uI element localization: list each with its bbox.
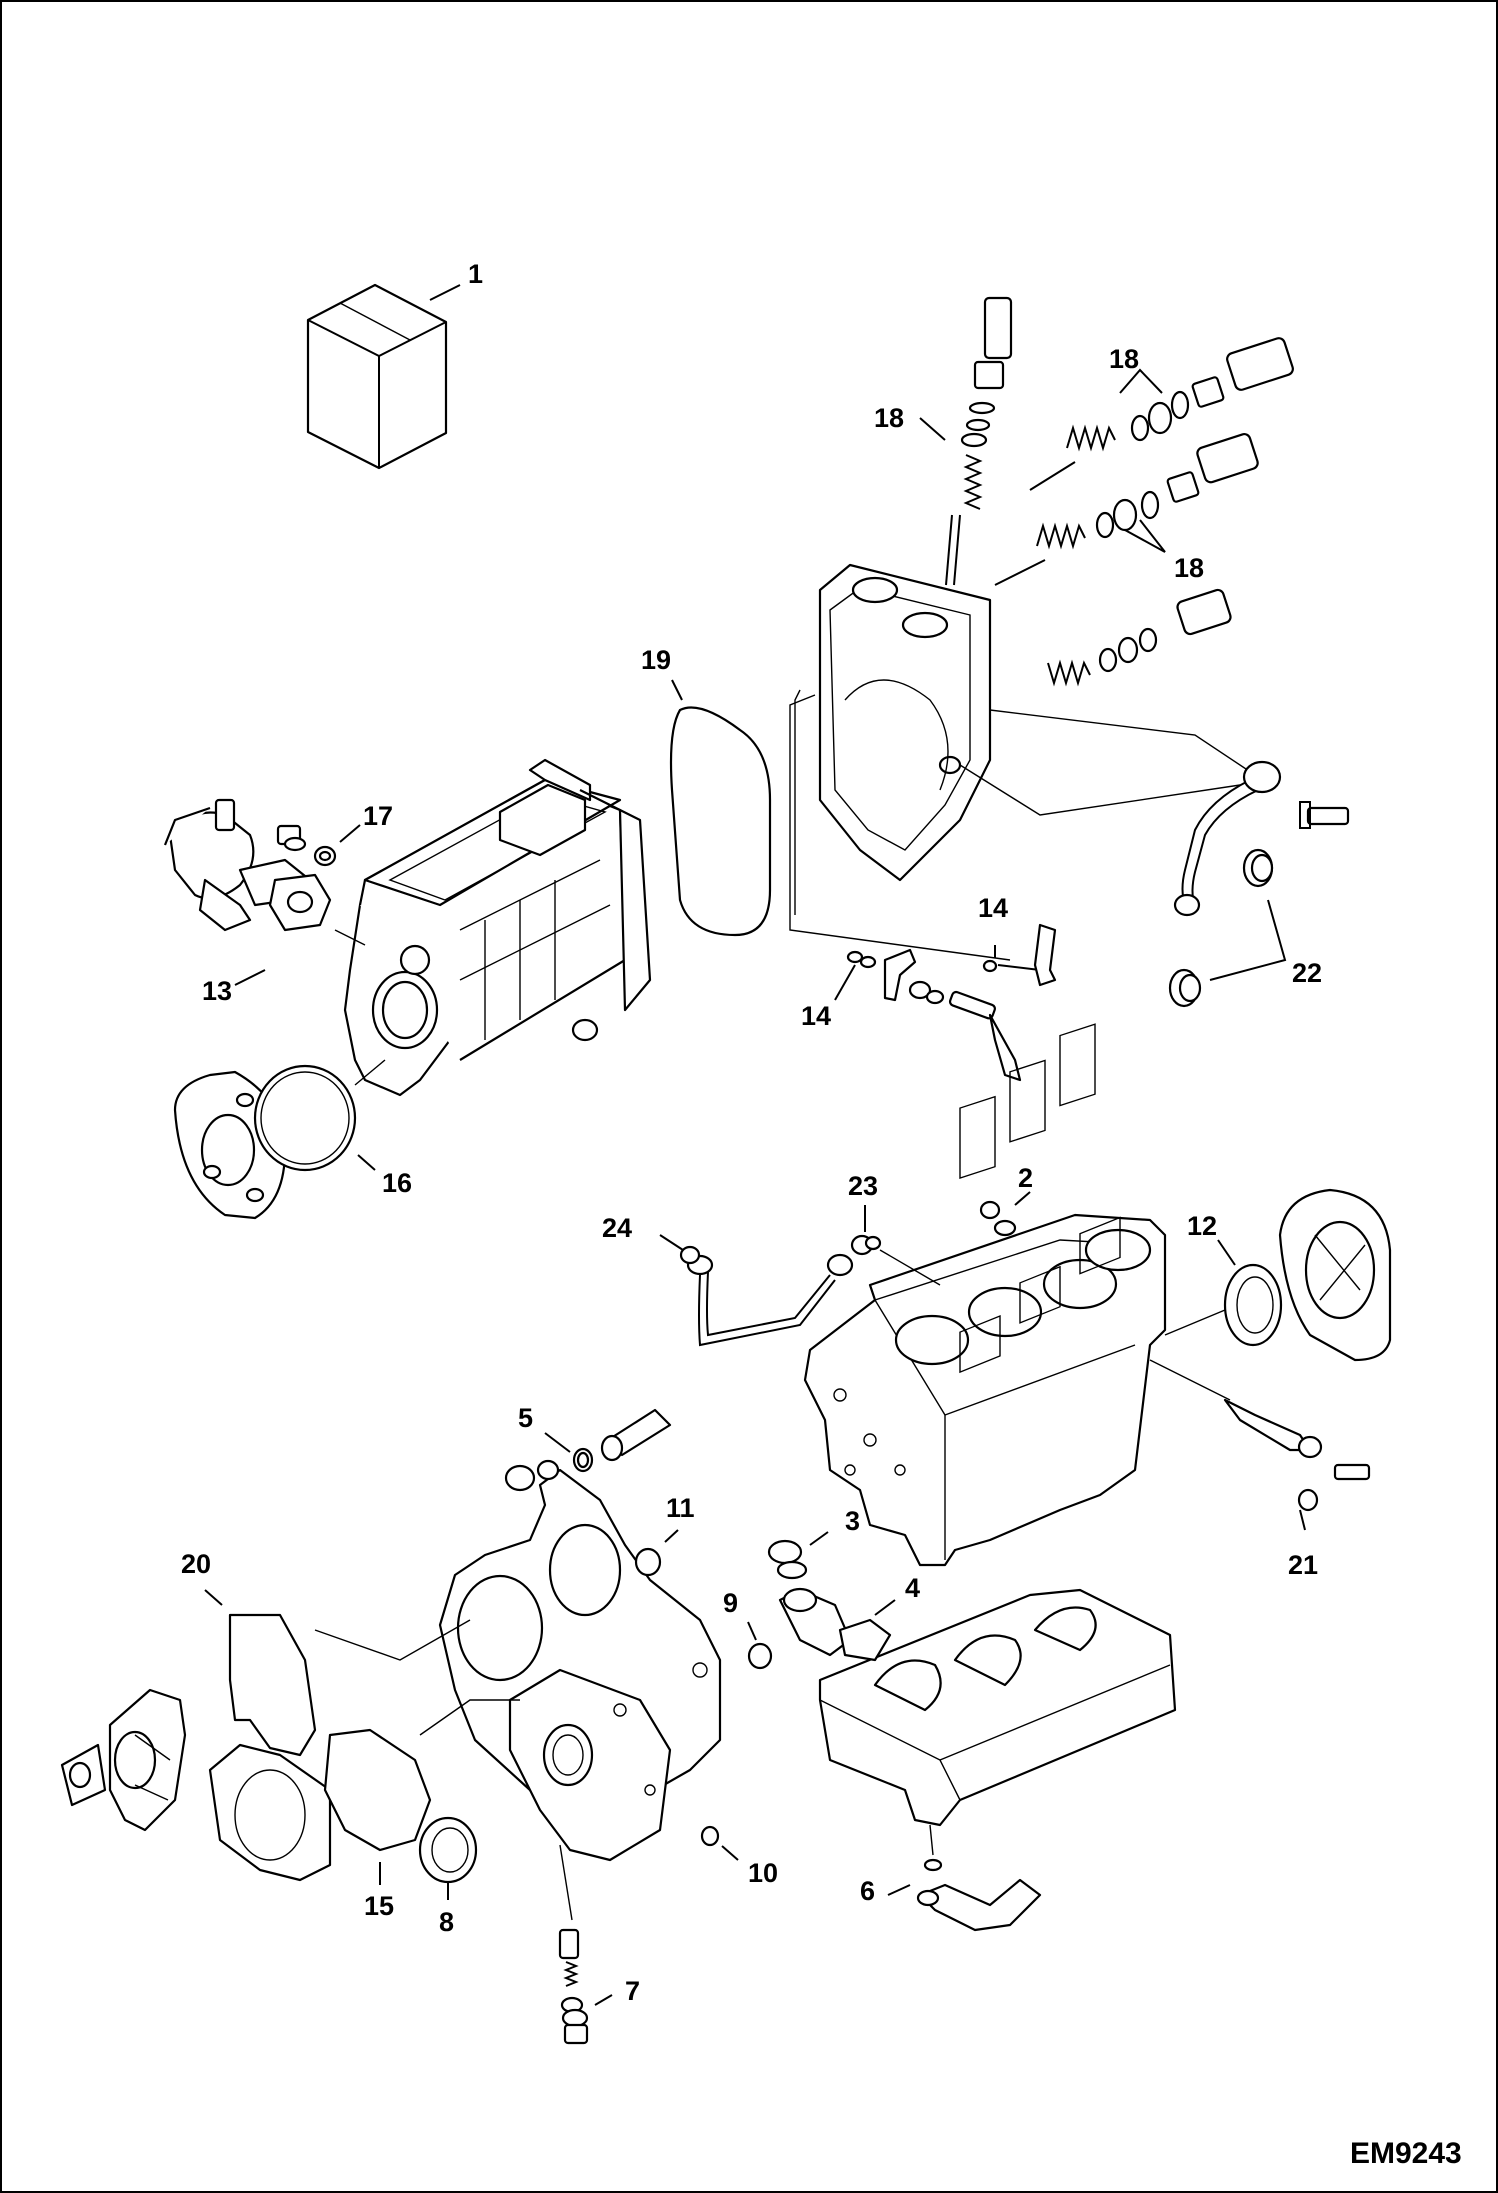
- part-18-side-valve-mid: [994, 432, 1259, 586]
- part-water-pump: [60, 1688, 187, 1832]
- leader-2: [1014, 1191, 1031, 1206]
- part-12-oil-seal-inner: [1236, 1276, 1274, 1334]
- callout-22: 22: [1292, 958, 1322, 988]
- leader-14a: [834, 964, 856, 1001]
- leader-17: [339, 824, 361, 843]
- leader-10: [721, 1845, 739, 1861]
- callout-24: 24: [602, 1213, 632, 1243]
- leader-3: [809, 1531, 829, 1546]
- leader-5: [544, 1432, 571, 1453]
- callout-8: 8: [439, 1907, 454, 1937]
- leader-7: [594, 1994, 613, 2006]
- callout-3: 3: [845, 1506, 860, 1536]
- guide-21: [1149, 1359, 1231, 1401]
- leader-18a: [919, 417, 946, 441]
- leader-1: [429, 284, 461, 301]
- callout-14a: 14: [978, 893, 1008, 923]
- leader-24: [659, 1234, 684, 1251]
- callout-13: 13: [202, 976, 232, 1006]
- callout-2: 2: [1018, 1163, 1033, 1193]
- part-2-bolt: [979, 1200, 1017, 1237]
- callout-23: 23: [848, 1171, 878, 1201]
- leader-9: [747, 1621, 757, 1641]
- part-5-pipe: [572, 1408, 672, 1473]
- guide-23: [879, 1249, 941, 1286]
- callout-19: 19: [641, 645, 671, 675]
- callout-14b: 14: [801, 1001, 831, 1031]
- part-1-box: [306, 283, 448, 470]
- leader-13: [234, 969, 266, 986]
- part-13-fuel-pump: [163, 798, 332, 932]
- callout-10: 10: [748, 1858, 778, 1888]
- guide-line-14: [789, 694, 1011, 961]
- part-16-o-ring-inner: [260, 1071, 350, 1165]
- part-8-oil-seal-inner: [431, 1827, 469, 1873]
- leader-16: [357, 1154, 376, 1171]
- leader-22: [1209, 899, 1287, 981]
- callout-5: 5: [518, 1403, 533, 1433]
- callout-21: 21: [1288, 1550, 1318, 1580]
- part-20-gasket: [228, 1613, 317, 1757]
- leader-12: [1217, 1239, 1236, 1266]
- leader-11: [664, 1529, 679, 1543]
- leader-18c: [1124, 519, 1166, 553]
- part-cylinder-block: [803, 1023, 1167, 1567]
- guide-20: [314, 1619, 471, 1661]
- callout-7: 7: [625, 1976, 640, 2006]
- part-19-gasket: [669, 706, 772, 937]
- leader-20: [204, 1589, 223, 1606]
- callout-4: 4: [905, 1573, 920, 1603]
- part-11-o-ring: [634, 1547, 662, 1577]
- leader-4: [874, 1599, 896, 1616]
- part-6-strainer: [916, 1824, 1042, 1932]
- part-crankcase: [818, 1216, 1177, 1827]
- part-17-fitting: [276, 824, 337, 867]
- callout-9: 9: [723, 1588, 738, 1618]
- part-18-side-valve-top: [1029, 337, 1294, 491]
- part-9-o-ring: [747, 1642, 773, 1670]
- part-timing-case: [438, 1459, 722, 1862]
- part-seal-cover: [1278, 1188, 1392, 1362]
- callout-15: 15: [364, 1891, 394, 1921]
- callout-18b: 18: [1109, 344, 1139, 374]
- part-3-4-fittings: [767, 1539, 892, 1662]
- callout-1: 1: [468, 259, 483, 289]
- part-21-breather: [1223, 1398, 1371, 1512]
- part-pump-housing: [818, 563, 992, 882]
- callout-20: 20: [181, 1549, 211, 1579]
- guide-line-14b: [794, 689, 801, 915]
- callout-18c: 18: [1174, 553, 1204, 583]
- guide-15: [419, 1699, 520, 1736]
- part-gear-case: [343, 758, 652, 1097]
- guide-line-22: [989, 709, 1256, 776]
- part-18-upper-valve: [945, 296, 1013, 586]
- part-22-washers: [1168, 848, 1274, 1008]
- part-22-oil-pipe: [1173, 760, 1350, 917]
- callout-17: 17: [363, 801, 393, 831]
- part-7-relief-valve: [558, 1844, 589, 2045]
- callout-16: 16: [382, 1168, 412, 1198]
- leader-18b: [1119, 368, 1163, 394]
- part-10-o-ring: [700, 1825, 720, 1847]
- part-16-o-ring: [253, 1064, 357, 1172]
- callout-18a: 18: [874, 403, 904, 433]
- drawing-code: EM9243: [1350, 2137, 1462, 2170]
- leader-6: [887, 1884, 911, 1896]
- guide-16: [354, 1059, 386, 1086]
- leader-19: [671, 679, 683, 701]
- part-14-levers: [846, 923, 1057, 1082]
- part-15-gasket: [323, 1728, 432, 1852]
- guide-line-pipe: [959, 764, 1241, 816]
- part-23-24-pipe: [679, 1234, 882, 1347]
- callout-12: 12: [1187, 1211, 1217, 1241]
- guide-12: [1164, 1309, 1226, 1336]
- part-side-valve-low: [1047, 588, 1232, 687]
- leader-21: [1299, 1509, 1306, 1531]
- callout-11: 11: [666, 1493, 695, 1523]
- callout-6: 6: [860, 1876, 875, 1906]
- part-15-cover: [208, 1743, 332, 1882]
- guide-13: [334, 929, 366, 946]
